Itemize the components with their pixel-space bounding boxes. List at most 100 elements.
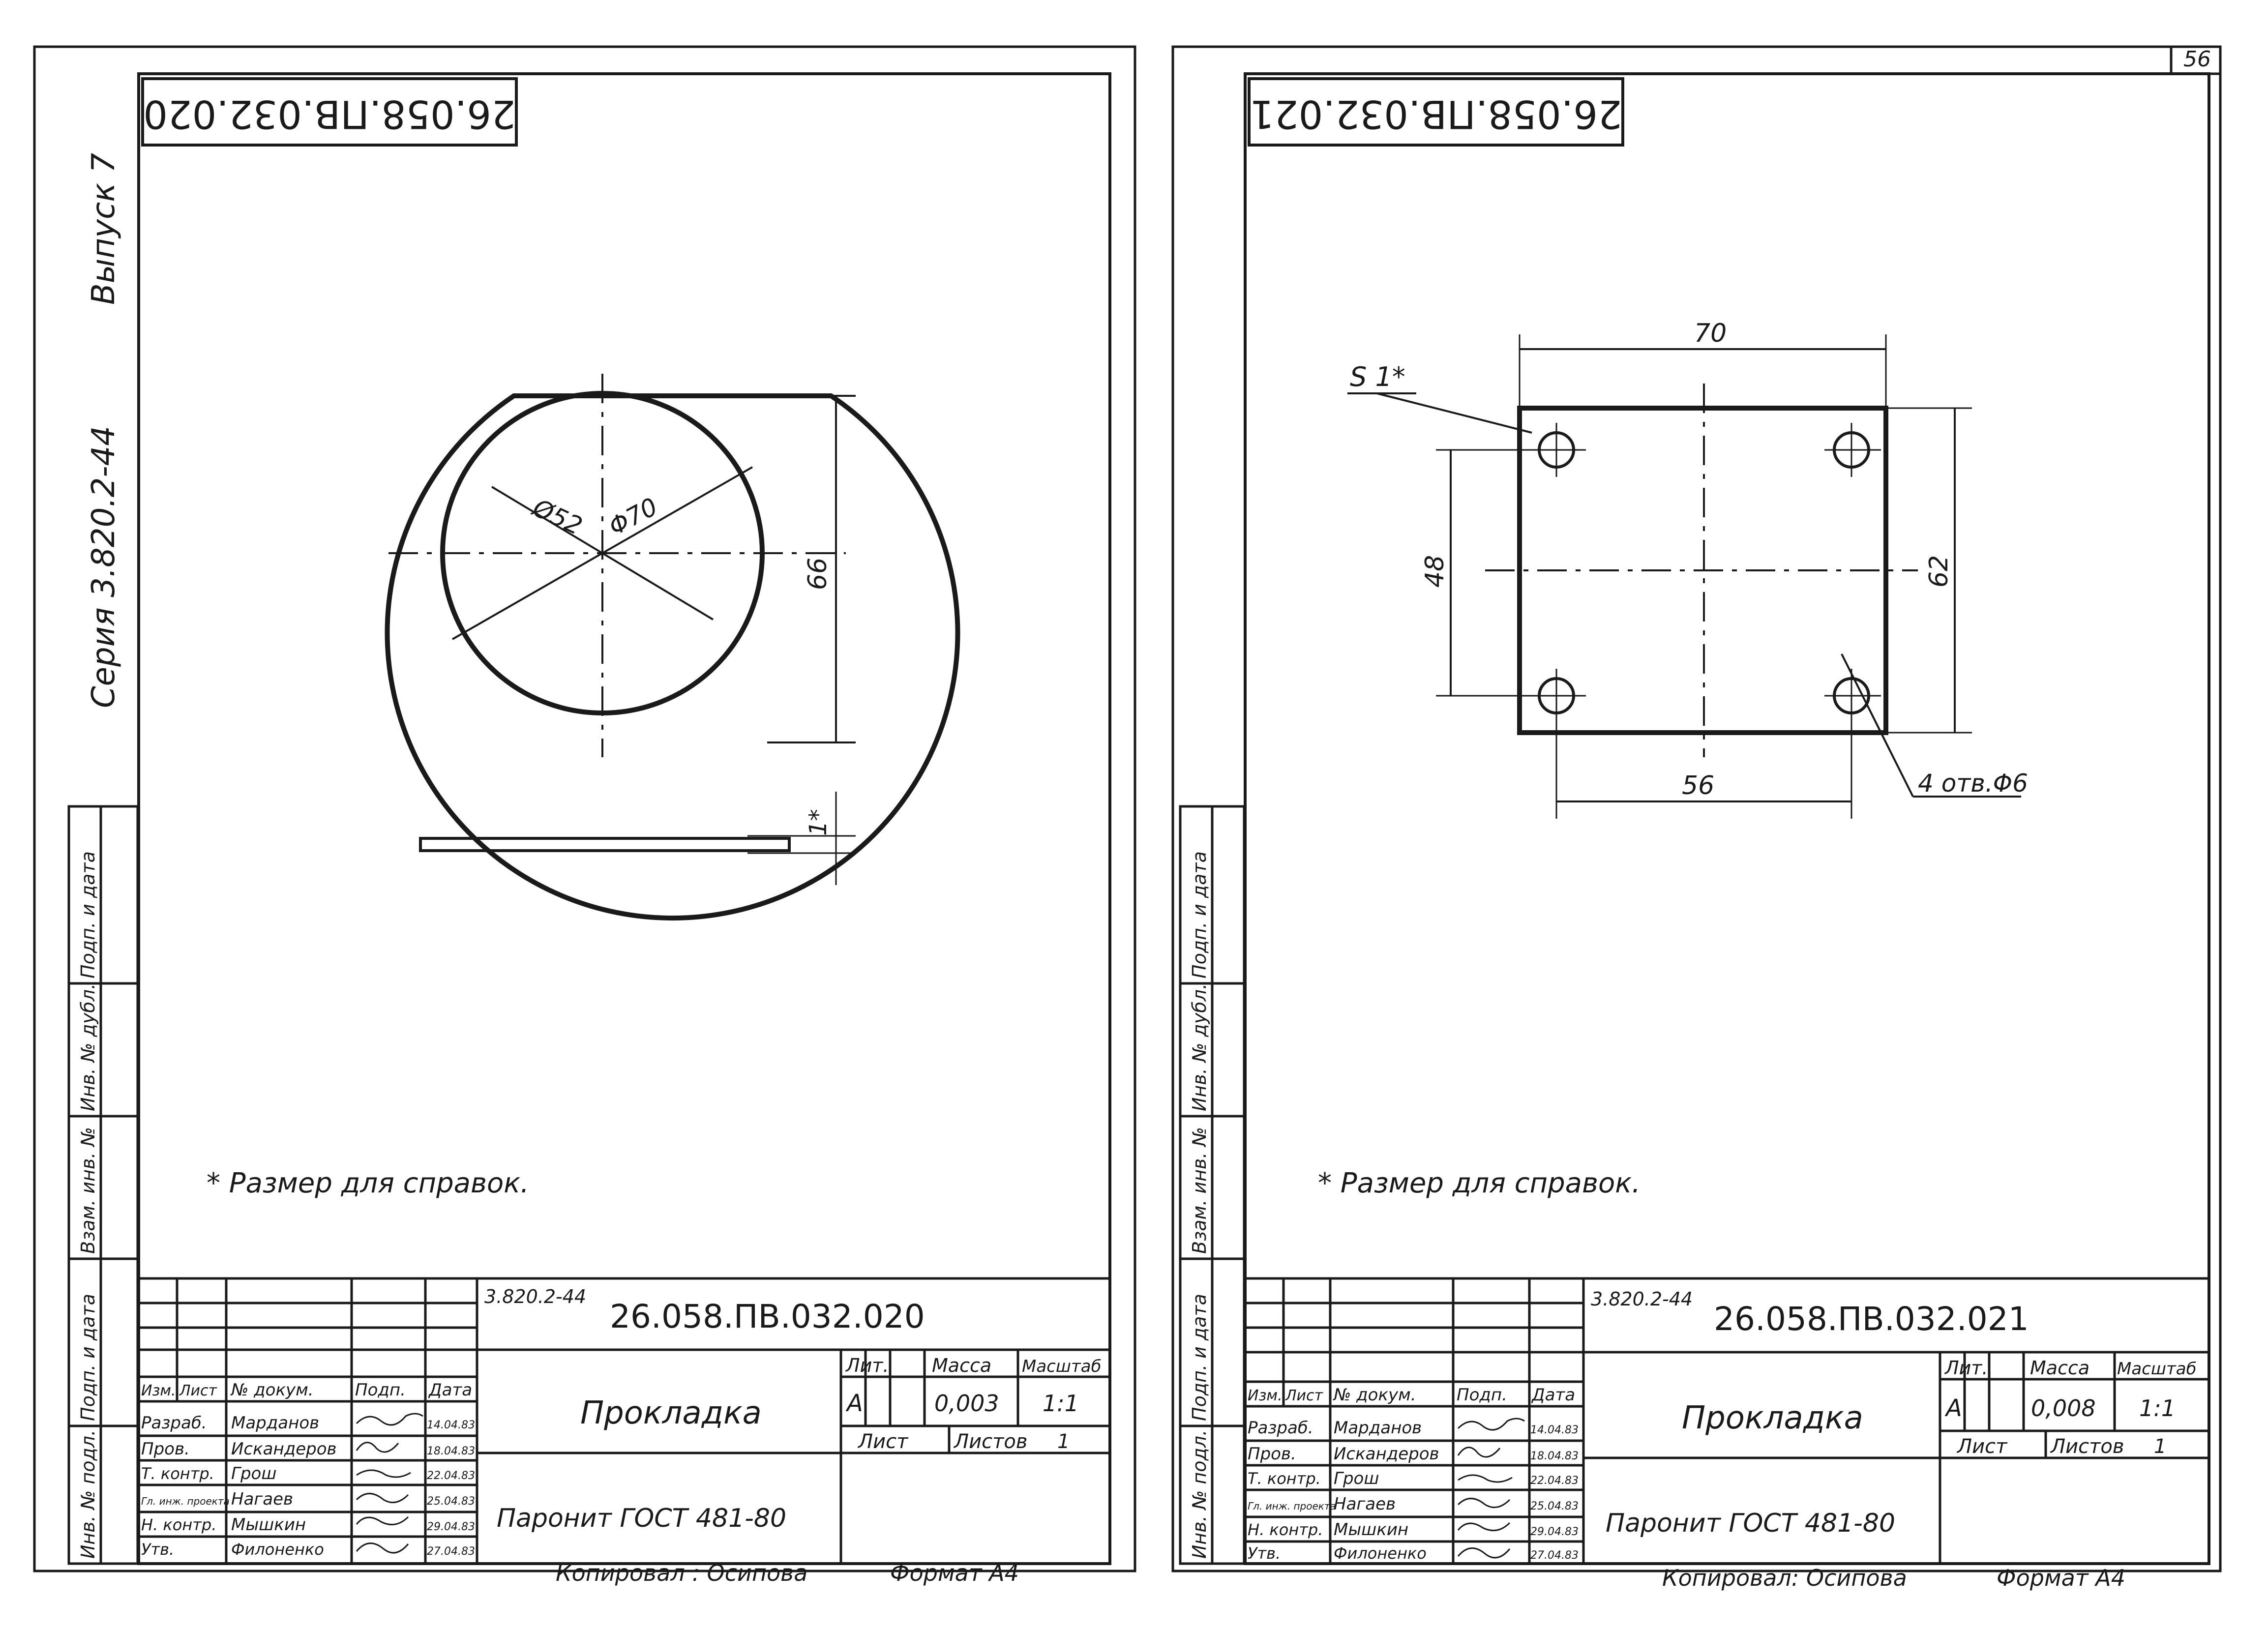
title-block-2 (1245, 1277, 2209, 1564)
svg-text:Филоненко: Филоненко (231, 1540, 324, 1559)
svg-text:Лит.: Лит. (1944, 1357, 1988, 1379)
mass-2: 0,008 (2031, 1395, 2096, 1422)
svg-text:1: 1 (1057, 1430, 1070, 1453)
title-2: Прокладка (1682, 1400, 1863, 1436)
svg-text:29.04.83: 29.04.83 (1530, 1526, 1579, 1538)
code-box-1: 26.058.ПВ.032.020 (141, 77, 518, 147)
reference-note-2: * Размер для справок. (1318, 1167, 1641, 1199)
svg-text:Утв.: Утв. (1248, 1544, 1281, 1563)
svg-text:22.04.83: 22.04.83 (1530, 1475, 1579, 1487)
svg-text:25.04.83: 25.04.83 (427, 1495, 475, 1508)
code-box-text-1: 26.058.ПВ.032.020 (143, 91, 515, 136)
doc-number-2: 26.058.ПВ.032.021 (1714, 1300, 2029, 1338)
svg-text:Масштаб: Масштаб (2117, 1359, 2197, 1379)
svg-text:Масса: Масса (932, 1355, 991, 1376)
svg-text:22.04.83: 22.04.83 (427, 1470, 475, 1482)
svg-text:25.04.83: 25.04.83 (1530, 1500, 1579, 1512)
svg-text:27.04.83: 27.04.83 (1530, 1549, 1579, 1562)
svg-text:Подп. и дата: Подп. и дата (1189, 851, 1210, 978)
code-box-text-2: 26.058.ПВ.032.021 (1250, 91, 1622, 136)
svg-text:Дата: Дата (428, 1380, 472, 1400)
svg-text:Гл. инж. проекта: Гл. инж. проекта (141, 1495, 230, 1507)
svg-text:Мышкин: Мышкин (1334, 1520, 1408, 1540)
svg-text:Лист: Лист (1956, 1435, 2008, 1458)
dim-width: 70 (1694, 319, 1727, 348)
svg-text:3.820.2-44: 3.820.2-44 (484, 1286, 586, 1307)
scale-2: 1:1 (2139, 1395, 2176, 1422)
svg-text:Инв. № дубл.: Инв. № дубл. (1189, 983, 1210, 1111)
square-gasket-dims: 70 62 48 56 S 1* 4 отв.Φ6 (1350, 319, 2028, 800)
svg-text:Изм.: Изм. (141, 1382, 176, 1399)
svg-text:Инв. № дубл.: Инв. № дубл. (77, 983, 99, 1111)
svg-text:Гл. инж. проекта: Гл. инж. проекта (1248, 1500, 1336, 1512)
svg-text:Взам. инв. №: Взам. инв. № (1189, 1127, 1210, 1254)
title-block-1 (139, 1277, 1110, 1564)
svg-text:Инв. № подл.: Инв. № подл. (1189, 1430, 1210, 1559)
svg-text:Н. контр.: Н. контр. (1248, 1520, 1323, 1539)
title-1: Прокладка (580, 1395, 762, 1431)
signatures-1 (356, 1413, 423, 1554)
material-1: Паронит ГОСТ 481-80 (497, 1504, 786, 1533)
svg-text:А: А (1944, 1394, 1962, 1422)
gasket-ring-dims: Ø52 Φ70 66 1* (528, 492, 833, 836)
svg-text:Подп. и дата: Подп. и дата (77, 851, 99, 978)
dim-d-inner: Ø52 (528, 493, 587, 540)
drawing-frame-2 (1244, 72, 2210, 1565)
svg-text:18.04.83: 18.04.83 (427, 1445, 475, 1457)
title-block-2-text: 3.820.2-44 26.058.ПВ.032.021 Прокладка П… (1248, 1288, 2197, 1591)
svg-text:Изм.: Изм. (1248, 1387, 1283, 1404)
vypusk-label: Выпуск 7 (86, 153, 122, 305)
mass-1: 0,003 (934, 1390, 999, 1417)
title-block-1-text: 3.820.2-44 26.058.ПВ.032.020 Прокладка П… (141, 1286, 1102, 1586)
code-box-2: 26.058.ПВ.032.021 (1248, 77, 1624, 147)
svg-text:1: 1 (2154, 1435, 2166, 1458)
svg-text:Пров.: Пров. (141, 1439, 190, 1459)
svg-text:№ докум.: № докум. (230, 1380, 314, 1400)
signatures-2 (1457, 1418, 1525, 1559)
seria-label: Серия 3.820.2-44 (86, 426, 122, 708)
doc-number-1: 26.058.ПВ.032.020 (610, 1298, 925, 1335)
outer-frame (33, 45, 2222, 1572)
format-1: Формат А4 (890, 1560, 1019, 1586)
svg-text:Мышкин: Мышкин (231, 1515, 306, 1535)
dim-height: 66 (803, 558, 833, 590)
svg-text:Лист: Лист (179, 1382, 218, 1399)
svg-text:29.04.83: 29.04.83 (427, 1521, 475, 1533)
svg-text:№ докум.: № докум. (1333, 1385, 1416, 1405)
gasket-ring-view (385, 374, 960, 921)
svg-text:Нагаев: Нагаев (231, 1489, 293, 1509)
dim-thickness: 1* (805, 809, 832, 836)
dim-height-2: 62 (1924, 555, 1954, 588)
scale-1: 1:1 (1043, 1390, 1079, 1417)
drawing-frame-1 (137, 72, 1111, 1565)
svg-text:14.04.83: 14.04.83 (1530, 1424, 1579, 1436)
copied-by-2: Копировал: Осипова (1662, 1565, 1907, 1591)
svg-text:27.04.83: 27.04.83 (427, 1545, 475, 1558)
dim-hole-x: 56 (1682, 771, 1714, 800)
svg-text:Листов: Листов (953, 1430, 1027, 1453)
dim-hole-y: 48 (1420, 555, 1450, 588)
svg-text:3.820.2-44: 3.820.2-44 (1591, 1288, 1693, 1310)
material-2: Паронит ГОСТ 481-80 (1606, 1509, 1895, 1538)
svg-text:Грош: Грош (1334, 1469, 1379, 1488)
svg-text:Лист: Лист (1285, 1387, 1324, 1404)
svg-text:Подп. и дата: Подп. и дата (77, 1294, 99, 1421)
svg-text:Листов: Листов (2050, 1435, 2124, 1458)
svg-text:Утв.: Утв. (141, 1540, 174, 1559)
svg-text:Разраб.: Разраб. (1248, 1418, 1313, 1438)
svg-text:Пров.: Пров. (1248, 1444, 1296, 1464)
svg-text:Н. контр.: Н. контр. (141, 1515, 216, 1534)
left-margin-fields-1: Инв. № подл. Подп. и дата Взам. инв. № И… (77, 851, 99, 1559)
svg-text:18.04.83: 18.04.83 (1530, 1450, 1579, 1462)
svg-text:Искандеров: Искандеров (1334, 1444, 1439, 1464)
svg-text:Т. контр.: Т. контр. (141, 1464, 214, 1483)
dim-d-outer: Φ70 (604, 492, 662, 541)
square-gasket-view (1347, 334, 2021, 819)
dim-holes: 4 отв.Φ6 (1918, 769, 2028, 798)
svg-text:Подп.: Подп. (355, 1380, 406, 1400)
dim-thickness-2: S 1* (1350, 361, 1405, 392)
svg-text:Взам. инв. №: Взам. инв. № (77, 1127, 99, 1254)
svg-text:14.04.83: 14.04.83 (427, 1419, 475, 1431)
svg-text:Марданов: Марданов (1334, 1418, 1422, 1438)
reference-note-1: * Размер для справок. (207, 1167, 529, 1199)
